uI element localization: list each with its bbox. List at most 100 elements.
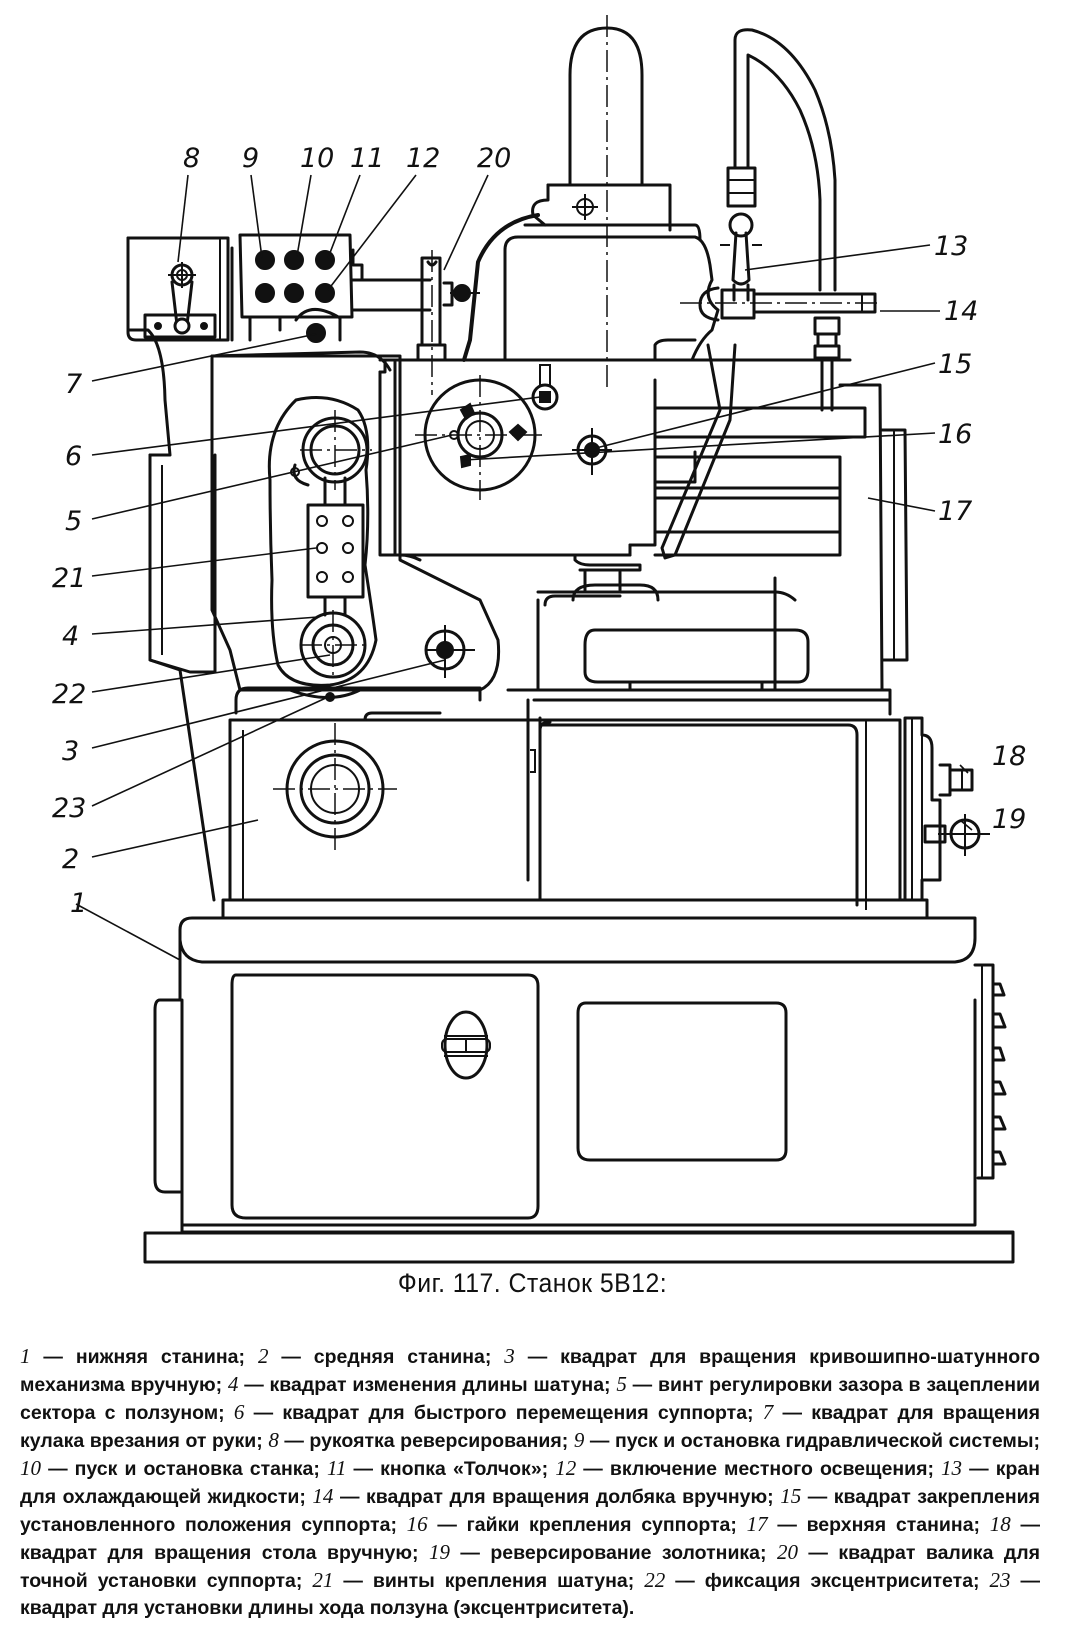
callout-14: 14 <box>944 296 978 327</box>
legend-item: 9 — пуск и остановка гидравлической сист… <box>573 1428 1040 1452</box>
callout-12: 12 <box>406 143 440 174</box>
callout-15: 15 <box>938 349 972 380</box>
legend-text: — включение местного освещения; <box>576 1458 942 1480</box>
coolant-hose <box>680 28 880 412</box>
legend-item: 21 — винты крепления шатуна; <box>312 1568 645 1592</box>
legend-text: — средняя станина; <box>268 1346 505 1368</box>
legend-key: 18 <box>989 1512 1011 1536</box>
callout-6: 6 <box>65 441 82 472</box>
legend-item: 11 — кнопка «Толчок»; <box>327 1456 556 1480</box>
legend-item: 12 — включение местного освещения; <box>555 1456 942 1480</box>
legend-item: 16 — гайки крепления суппорта; <box>406 1512 747 1536</box>
legend-text: — квадрат закрепления установленного пол… <box>20 1486 1040 1536</box>
callout-16: 16 <box>938 419 972 450</box>
callout-10: 10 <box>300 143 334 174</box>
callout-1: 1 <box>70 888 87 919</box>
legend-item: 4 — квадрат изменения длины шатуна; <box>227 1372 616 1396</box>
head-assembly <box>378 15 909 692</box>
legend-item: 1 — нижняя станина; <box>20 1344 258 1368</box>
legend-text: — квадрат валика для точной установки су… <box>20 1542 1041 1592</box>
callout-9: 9 <box>242 143 259 174</box>
legend-key: 5 <box>616 1372 627 1396</box>
legend-key: 9 <box>573 1428 585 1452</box>
legend-key: 21 <box>312 1568 334 1592</box>
callout-4: 4 <box>62 621 79 652</box>
side-lugs <box>991 982 1007 1166</box>
legend-text: — винт регулировки зазора в зацеплении с… <box>20 1374 1040 1424</box>
callout-19: 19 <box>992 804 1026 835</box>
callout-3: 3 <box>62 736 79 767</box>
legend-item: 20 — квадрат валика для точной установки… <box>20 1540 1041 1592</box>
legend-key: 13 <box>941 1456 963 1480</box>
callout-13: 13 <box>934 231 968 262</box>
legend-item: 3 — квадрат для вращения кривошипно-шату… <box>20 1344 1040 1396</box>
callout-18: 18 <box>992 741 1026 772</box>
rod-screws <box>316 515 354 583</box>
legend-key: 15 <box>780 1484 802 1508</box>
legend-item: 8 — рукоятка реверсирования; <box>268 1428 574 1452</box>
machine-drawing: 8 9 10 11 12 20 13 14 7 15 6 16 5 17 21 … <box>52 15 1026 1264</box>
callout-2: 2 <box>62 844 79 875</box>
main-housing <box>210 350 501 702</box>
legend-key: 3 <box>504 1344 515 1368</box>
legend-text: — кран для охлаждающей жидкости; <box>20 1458 1040 1508</box>
legend-text: — винты крепления шатуна; <box>333 1570 645 1592</box>
legend-text: — верхняя станина; <box>767 1514 990 1536</box>
legend-key: 8 <box>268 1428 279 1452</box>
legend-text: — фиксация эксцентриситета; <box>665 1570 990 1592</box>
legend-item: 22 — фиксация эксцентриситета; <box>644 1568 990 1592</box>
legend-key: 22 <box>644 1568 666 1592</box>
legend-item: 6 — квадрат для быстрого перемещения суп… <box>233 1400 763 1424</box>
lower-bed <box>143 916 1015 1264</box>
legend-item: 18 — квадрат для вращения стола вручную; <box>20 1512 1040 1564</box>
legend-text: — квадрат для установки длины хода ползу… <box>20 1570 1040 1619</box>
legend-item: 14 — квадрат для вращения долбяка вручну… <box>312 1484 781 1508</box>
legend-text: — рукоятка реверсирования; <box>278 1430 574 1452</box>
legend-item: 10 — пуск и остановка станка; <box>20 1456 327 1480</box>
callout-11: 11 <box>350 143 384 174</box>
legend-key: 2 <box>257 1344 269 1368</box>
legend: 1 — нижняя станина; 2 — средняя станина;… <box>20 1343 1040 1622</box>
legend-item: 7 — квадрат для вращения кулака врезания… <box>20 1400 1040 1452</box>
legend-key: 4 <box>227 1372 239 1396</box>
middle-bed <box>221 686 990 920</box>
callout-17: 17 <box>938 496 972 527</box>
legend-text: — квадрат для вращения стола вручную; <box>20 1514 1040 1564</box>
legend-key: 14 <box>312 1484 334 1508</box>
legend-text: — гайки крепления суппорта; <box>427 1514 747 1536</box>
callout-7: 7 <box>65 369 82 400</box>
callout-21: 21 <box>52 563 86 594</box>
callout-20: 20 <box>477 143 511 174</box>
callouts: 8 9 10 11 12 20 13 14 7 15 6 16 5 17 21 … <box>52 143 1026 919</box>
legend-item: 17 — верхняя станина; <box>746 1512 990 1536</box>
button-grid <box>255 250 335 303</box>
legend-key: 12 <box>555 1456 577 1480</box>
legend-key: 20 <box>776 1540 798 1564</box>
legend-key: 16 <box>406 1512 428 1536</box>
legend-text: — кнопка «Толчок»; <box>346 1458 556 1480</box>
legend-text: — пуск и остановка станка; <box>41 1458 327 1480</box>
legend-key: 19 <box>428 1540 450 1564</box>
legend-item: 5 — винт регулировки зазора в зацеплении… <box>20 1372 1040 1424</box>
legend-key: 17 <box>746 1512 768 1536</box>
legend-item: 15 — квадрат закрепления установленного … <box>20 1484 1040 1536</box>
legend-text: — квадрат для вращения долбяка вручную; <box>333 1486 781 1508</box>
legend-text: — пуск и остановка гидравлической систем… <box>584 1430 1040 1452</box>
left-column <box>126 233 432 902</box>
legend-item: 13 — кран для охлаждающей жидкости; <box>20 1456 1040 1508</box>
callout-23: 23 <box>52 793 86 824</box>
legend-item: 23 — квадрат для установки длины хода по… <box>20 1568 1040 1619</box>
legend-text: — реверсирование золотника; <box>449 1542 777 1564</box>
legend-item: 19 — реверсирование золотника; <box>428 1540 777 1564</box>
figure-caption: Фиг. 117. Станок 5В12: <box>397 1268 668 1298</box>
legend-item: 2 — средняя станина; <box>257 1344 505 1368</box>
legend-text: — квадрат для вращения кулака врезания о… <box>20 1402 1040 1452</box>
legend-key: 10 <box>20 1456 41 1480</box>
legend-text: — квадрат для вращения кривошипно-шатунн… <box>20 1346 1040 1396</box>
legend-text: — нижняя станина; <box>30 1346 258 1368</box>
leader-lines <box>75 174 973 961</box>
legend-key: 7 <box>762 1400 774 1424</box>
legend-text: — квадрат для быстрого перемещения суппо… <box>244 1402 763 1424</box>
legend-key: 6 <box>233 1400 245 1424</box>
legend-key: 23 <box>989 1568 1011 1592</box>
